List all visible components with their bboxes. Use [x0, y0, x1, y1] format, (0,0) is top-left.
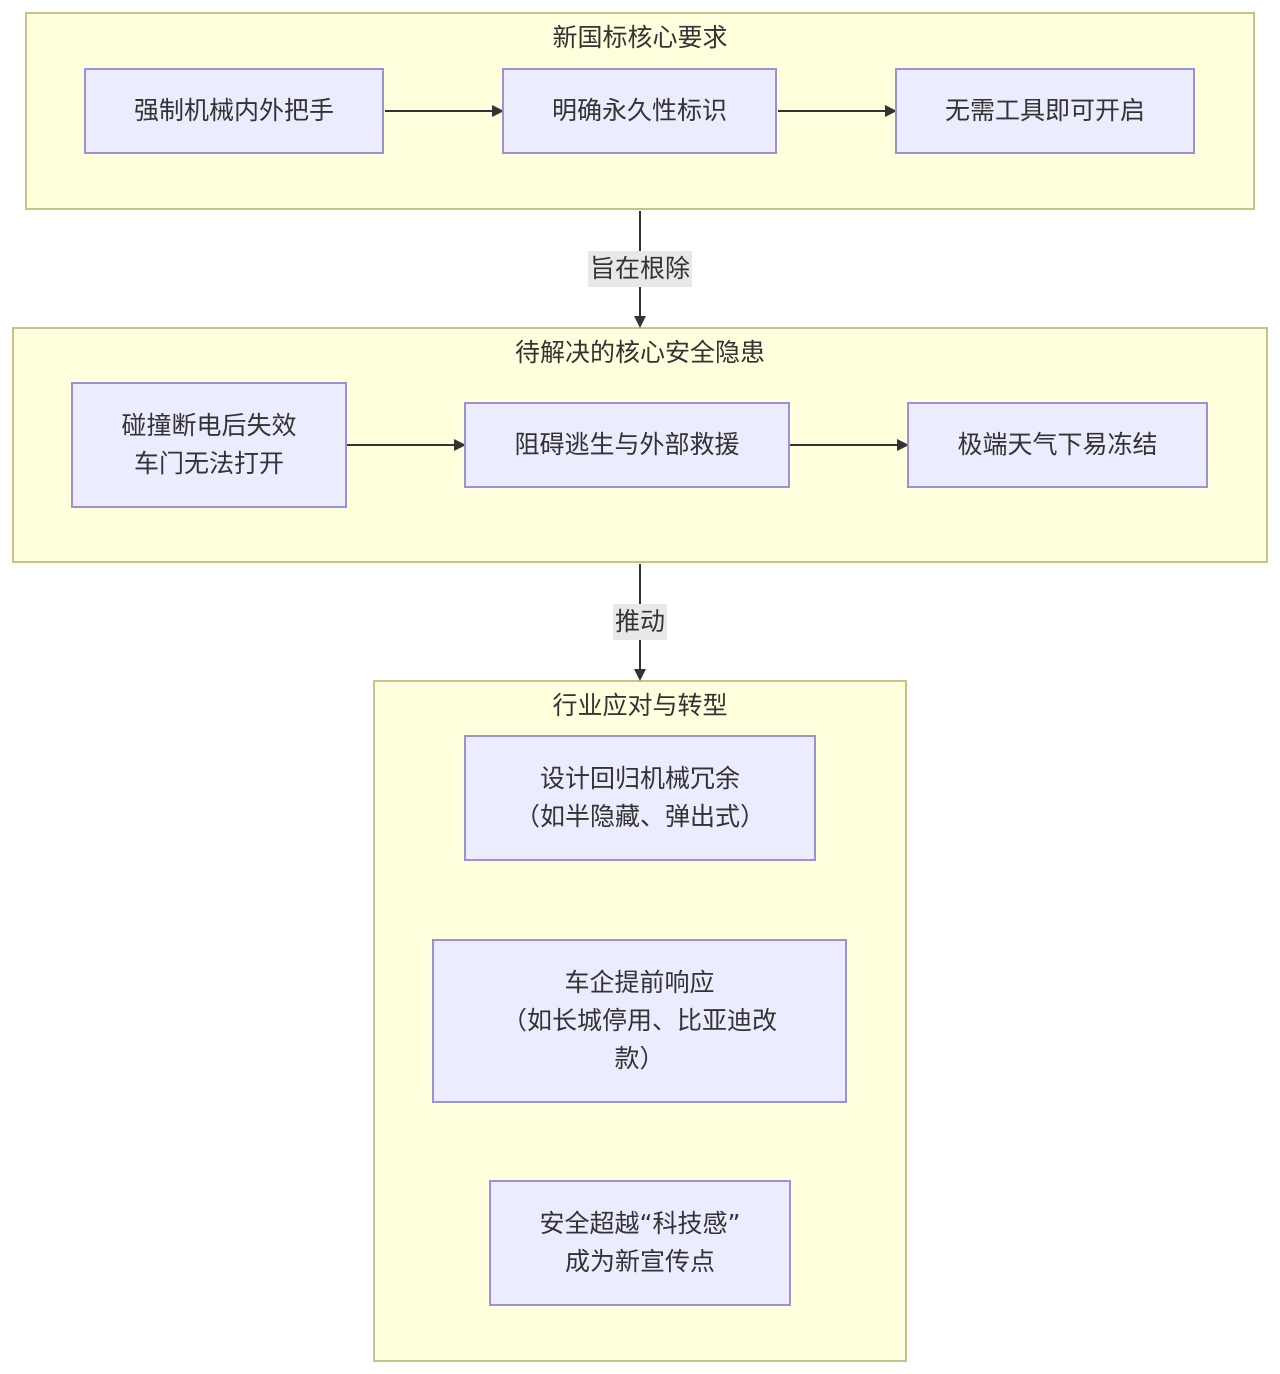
node-no-tool-opening-text: 无需工具即可开启 — [944, 96, 1145, 125]
node-mechanical-handles-text: 强制机械内外把手 — [133, 96, 334, 125]
node-freezing-text: 极端天气下易冻结 — [957, 430, 1158, 459]
node-power-failure-line1: 碰撞断电后失效 — [121, 411, 297, 440]
node-mechanical-redundancy: 设计回归机械冗余 （如半隐藏、弹出式） — [464, 735, 816, 861]
node-automaker-response-line2: （如长城停用、比亚迪改 — [501, 1006, 777, 1035]
node-automaker-response-line1: 车企提前响应 — [564, 968, 715, 997]
node-power-failure-line2: 车门无法打开 — [133, 449, 284, 478]
cluster-title-industry: 行业应对与转型 — [552, 691, 728, 720]
node-blocks-escape: 阻碍逃生与外部救援 — [464, 402, 790, 488]
node-power-failure: 碰撞断电后失效 车门无法打开 — [71, 382, 347, 508]
node-no-tool-opening: 无需工具即可开启 — [895, 68, 1195, 154]
node-automaker-response-line3: 款） — [614, 1044, 665, 1073]
node-mechanical-redundancy-line1: 设计回归机械冗余 — [539, 764, 740, 793]
node-safety-selling-point-line2: 成为新宣传点 — [564, 1247, 715, 1276]
node-permanent-marking: 明确永久性标识 — [502, 68, 777, 154]
node-safety-selling-point-line1: 安全超越“科技感” — [539, 1209, 741, 1238]
cluster-title-hazards: 待解决的核心安全隐患 — [514, 338, 765, 367]
edge-label-aim: 旨在根除 — [587, 251, 693, 287]
node-mechanical-redundancy-line2: （如半隐藏、弹出式） — [514, 802, 765, 831]
node-automaker-response: 车企提前响应 （如长城停用、比亚迪改 款） — [432, 939, 847, 1103]
node-mechanical-handles: 强制机械内外把手 — [84, 68, 384, 154]
node-blocks-escape-text: 阻碍逃生与外部救援 — [514, 430, 740, 459]
cluster-title-requirements: 新国标核心要求 — [552, 23, 728, 52]
node-safety-selling-point: 安全超越“科技感” 成为新宣传点 — [489, 1180, 791, 1306]
node-permanent-marking-text: 明确永久性标识 — [551, 96, 727, 125]
node-freezing: 极端天气下易冻结 — [907, 402, 1208, 488]
edge-label-drive: 推动 — [612, 604, 668, 640]
